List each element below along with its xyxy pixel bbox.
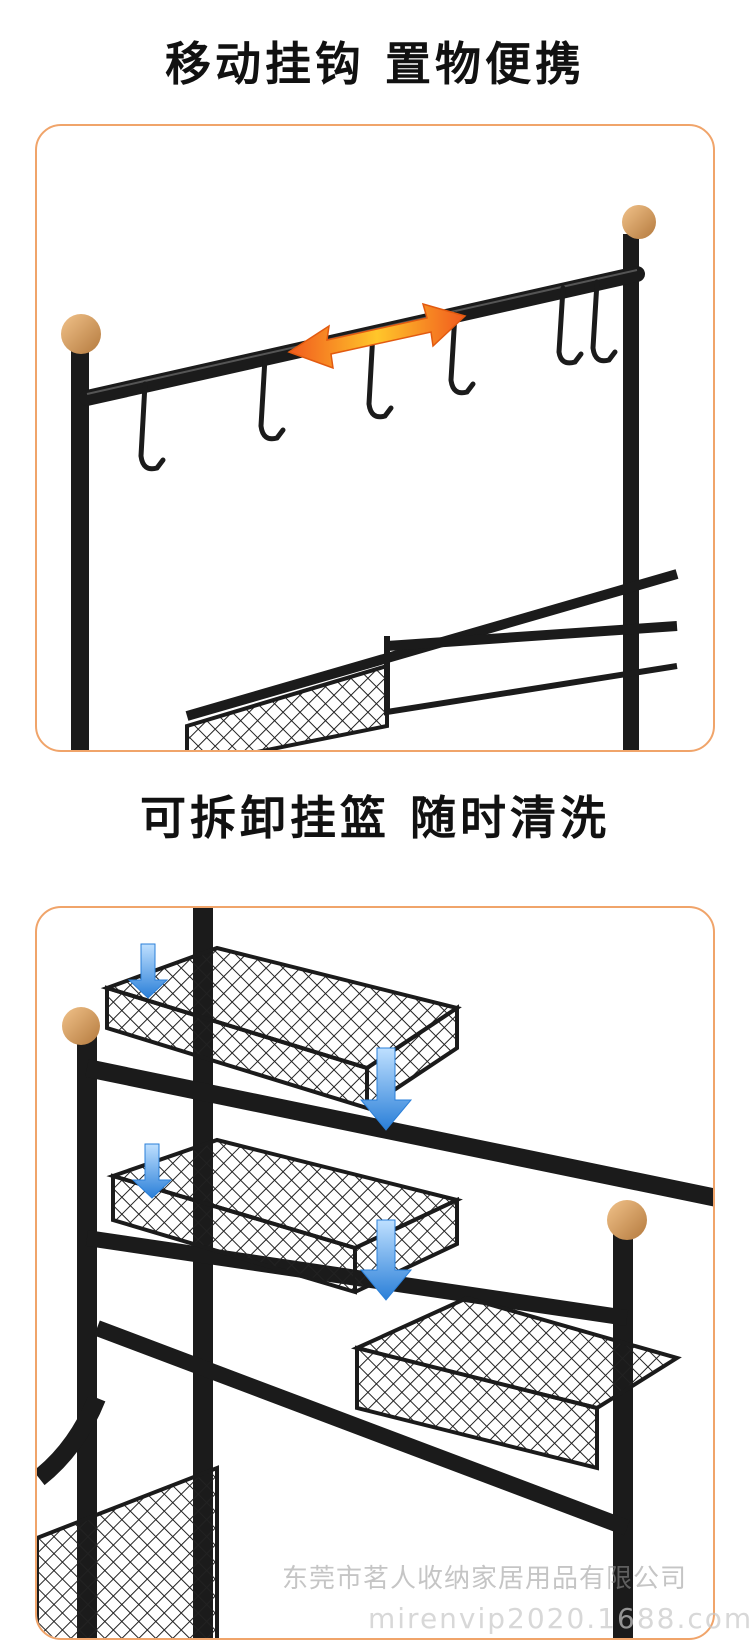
rack-baskets-illustration <box>37 908 713 1638</box>
wood-knob-right <box>622 205 656 239</box>
hooks <box>138 279 618 472</box>
watermark-url: mirenvip2020.1688.com <box>368 1602 750 1635</box>
rack-hooks-illustration <box>61 205 679 750</box>
left-post <box>77 1028 97 1638</box>
down-arrow-icon <box>127 943 413 1301</box>
left-post <box>71 346 89 750</box>
basket-middle <box>106 1137 463 1295</box>
section-title-hooks: 移动挂钩 置物便携 <box>164 37 585 91</box>
section-title-baskets: 可拆卸挂篮 随时清洗 <box>139 791 610 845</box>
hooks-image-panel <box>35 124 715 752</box>
wood-knob-left <box>61 314 101 354</box>
baskets-image-panel <box>35 906 715 1640</box>
wood-knob-right <box>607 1200 647 1240</box>
double-arrow-icon <box>287 302 467 370</box>
right-post <box>623 234 639 750</box>
watermark-company: 东莞市茗人收纳家居用品有限公司 <box>282 1564 688 1594</box>
wood-knob-left <box>62 1007 100 1045</box>
basket-lower <box>350 1295 682 1471</box>
